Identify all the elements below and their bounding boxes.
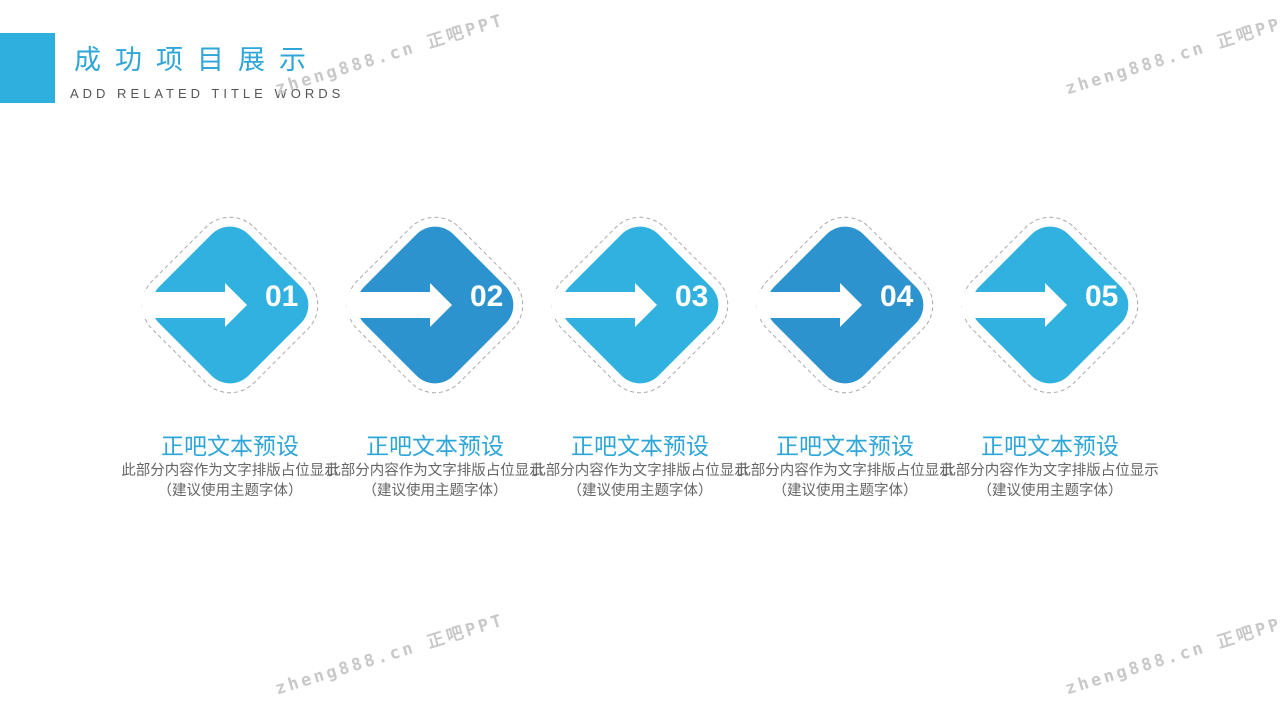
watermark: zheng888.cn 正吧PPT	[1063, 10, 1280, 100]
step-4: 04 正吧文本预设 此部分内容作为文字排版占位显示 （建议使用主题字体）	[735, 195, 955, 499]
step-desc-text: 此部分内容作为文字排版占位显示	[326, 463, 544, 479]
step-diamond	[961, 216, 1139, 394]
step-description: 此部分内容作为文字排版占位显示 （建议使用主题字体）	[320, 461, 550, 501]
step-title: 正吧文本预设	[981, 434, 1119, 460]
step-note: （建议使用主题字体）	[567, 483, 713, 499]
step-title: 正吧文本预设	[366, 434, 504, 460]
step-description: 此部分内容作为文字排版占位显示 （建议使用主题字体）	[730, 461, 960, 501]
step-title: 正吧文本预设	[161, 434, 299, 460]
step-5: 05 正吧文本预设 此部分内容作为文字排版占位显示 （建议使用主题字体）	[940, 195, 1160, 499]
step-2: 02 正吧文本预设 此部分内容作为文字排版占位显示 （建议使用主题字体）	[325, 195, 545, 499]
arrow-right-icon	[142, 283, 247, 327]
step-desc-text: 此部分内容作为文字排版占位显示	[736, 463, 954, 479]
watermark: zheng888.cn 正吧PPT	[273, 610, 507, 700]
step-note: （建议使用主题字体）	[772, 483, 918, 499]
step-title: 正吧文本预设	[571, 434, 709, 460]
step-3: 03 正吧文本预设 此部分内容作为文字排版占位显示 （建议使用主题字体）	[530, 195, 750, 499]
step-diamond	[346, 216, 524, 394]
watermark: zheng888.cn 正吧PPT	[1063, 610, 1280, 700]
step-number: 05	[1085, 280, 1119, 313]
page-title: 成功项目展示	[74, 45, 320, 76]
arrow-right-icon	[347, 283, 452, 327]
step-number: 03	[675, 280, 709, 313]
step-description: 此部分内容作为文字排版占位显示 （建议使用主题字体）	[115, 461, 345, 501]
step-diamond	[551, 216, 729, 394]
step-note: （建议使用主题字体）	[977, 483, 1123, 499]
arrow-right-icon	[552, 283, 657, 327]
step-desc-text: 此部分内容作为文字排版占位显示	[121, 463, 339, 479]
step-title: 正吧文本预设	[776, 434, 914, 460]
step-number: 01	[265, 280, 299, 313]
step-note: （建议使用主题字体）	[362, 483, 508, 499]
step-description: 此部分内容作为文字排版占位显示 （建议使用主题字体）	[525, 461, 755, 501]
step-number: 04	[880, 280, 914, 313]
step-1: 01 正吧文本预设 此部分内容作为文字排版占位显示 （建议使用主题字体）	[120, 195, 340, 499]
step-number: 02	[470, 280, 504, 313]
step-desc-text: 此部分内容作为文字排版占位显示	[531, 463, 749, 479]
step-diamond	[141, 216, 319, 394]
step-desc-text: 此部分内容作为文字排版占位显示	[941, 463, 1159, 479]
step-diamond	[756, 216, 934, 394]
page-subtitle: ADD RELATED TITLE WORDS	[70, 86, 345, 101]
step-description: 此部分内容作为文字排版占位显示 （建议使用主题字体）	[935, 461, 1165, 501]
arrow-right-icon	[757, 283, 862, 327]
title-accent-block	[0, 33, 55, 103]
arrow-right-icon	[962, 283, 1067, 327]
step-note: （建议使用主题字体）	[157, 483, 303, 499]
